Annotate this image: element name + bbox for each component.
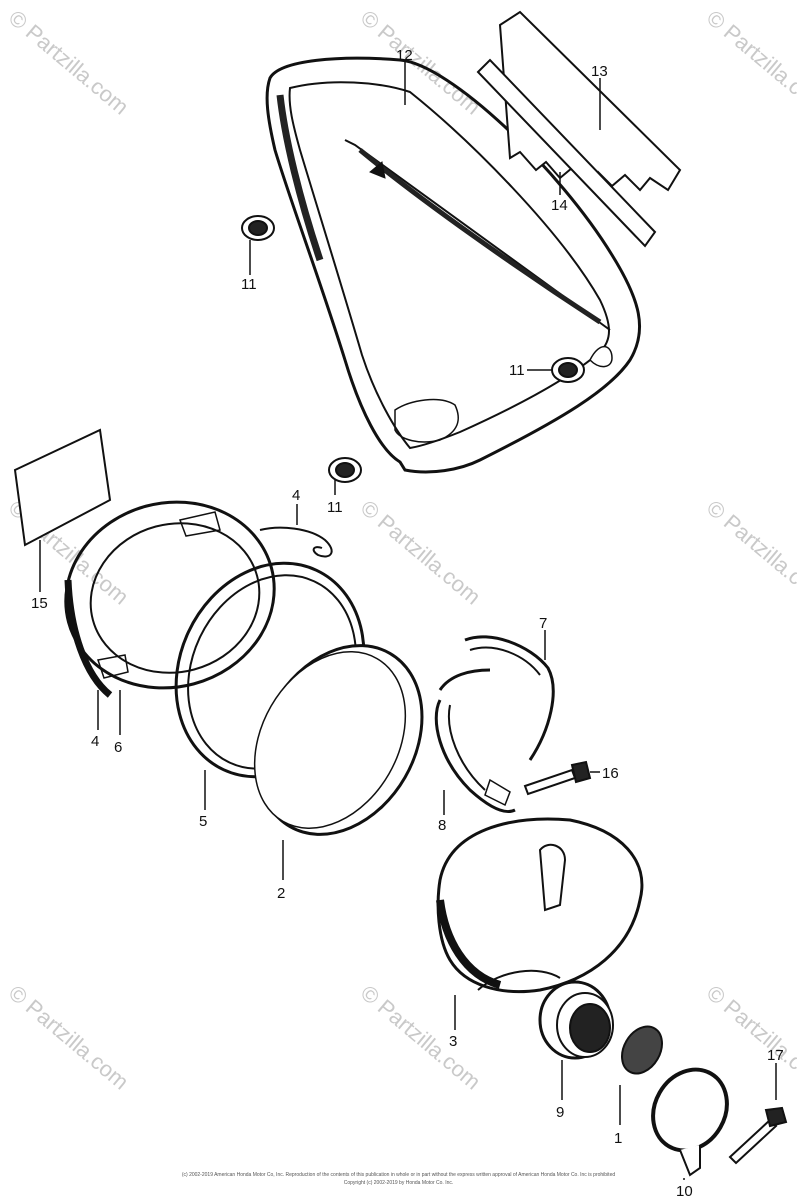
air-cleaner-upper-case [64, 500, 276, 698]
bolt-part [523, 760, 592, 796]
callout-labels: 12 13 14 11 11 11 4 15 4 6 7 16 5 8 2 3 … [31, 47, 784, 1200]
callout-3: 3 [449, 1033, 457, 1050]
band-part [434, 635, 555, 814]
callout-4-top: 4 [292, 487, 300, 504]
filter-element-part [253, 644, 424, 836]
callout-6: 6 [114, 739, 122, 756]
callout-13: 13 [591, 63, 608, 80]
spring-clip-part [259, 526, 333, 558]
clamp-band-part [651, 1067, 729, 1177]
callout-2: 2 [277, 885, 285, 902]
callout-12: 12 [396, 47, 413, 64]
callout-15: 15 [31, 595, 48, 612]
air-cleaner-lower-case [436, 817, 644, 994]
gasket-strip-part [476, 58, 657, 248]
label-decal-part [13, 428, 112, 547]
copyright-line-2: Copyright (c) 2002-2019 by Honda Motor C… [343, 1180, 454, 1186]
copyright-line-1: (c) 2002-2019 American Honda Motor Co, I… [181, 1172, 616, 1178]
callout-8: 8 [438, 817, 446, 834]
callout-16: 16 [602, 765, 619, 782]
callout-7: 7 [539, 615, 547, 632]
callout-17: 17 [767, 1047, 784, 1064]
intake-funnel-part [538, 980, 614, 1060]
callout-1: 1 [614, 1130, 622, 1147]
leader-lines [39, 62, 777, 1180]
callout-4-bottom: 4 [91, 733, 99, 750]
callout-11-bottom: 11 [327, 499, 343, 516]
side-cover-part [265, 56, 642, 474]
screen-part [621, 1025, 663, 1075]
callout-9: 9 [556, 1104, 564, 1121]
callout-11-top: 11 [241, 276, 257, 293]
callout-11-right: 11 [509, 362, 525, 379]
grommet-part [241, 215, 585, 483]
callout-10: 10 [676, 1183, 693, 1200]
screw-part [728, 1106, 788, 1165]
callout-14: 14 [551, 197, 568, 214]
callout-5: 5 [199, 813, 207, 830]
